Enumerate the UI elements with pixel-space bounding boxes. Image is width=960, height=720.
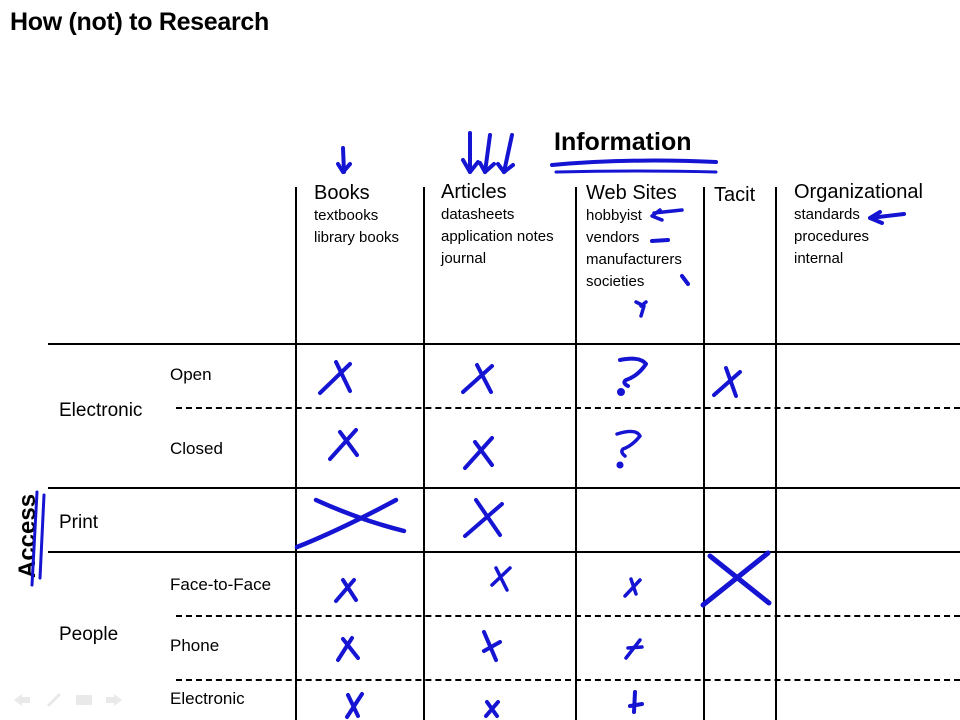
column-articles: Articles datasheets application notes jo… [441, 181, 554, 270]
column-organizational-item: procedures [794, 228, 870, 245]
mark-x-icon [461, 363, 494, 394]
mark-x-icon [482, 630, 502, 662]
column-articles-label: Articles [441, 181, 507, 203]
row-people-label: People [59, 624, 119, 645]
column-books-item: library books [314, 229, 400, 246]
row-divider-people [48, 551, 960, 553]
mark-x-icon [628, 690, 644, 714]
col-divider-organizational [775, 187, 777, 720]
back-icon[interactable] [12, 692, 32, 708]
subrow-face-to-face-label: Face-to-Face [170, 575, 272, 594]
mark-x-icon [463, 436, 494, 470]
subrow-closed-label: Closed [170, 439, 223, 458]
column-organizational: Organizational standards procedures inte… [794, 181, 923, 270]
menu-icon[interactable] [74, 692, 94, 708]
column-websites-item: hobbyist [586, 207, 642, 224]
information-underline-2 [554, 169, 718, 174]
column-articles-item: datasheets [441, 206, 515, 223]
column-books-label: Books [314, 182, 370, 204]
column-tacit: Tacit [714, 184, 755, 207]
column-websites-item: societies [586, 273, 645, 290]
column-organizational-item: internal [794, 250, 844, 267]
articles-arrows-icon [461, 131, 515, 174]
subrow-open-label: Open [170, 365, 212, 384]
col-divider-books [295, 187, 297, 720]
row-print-label: Print [59, 512, 99, 533]
mark-x-icon [336, 636, 360, 662]
mark-large-x-icon [700, 550, 772, 608]
subrow-divider-phone-electronic [176, 679, 960, 681]
mark-question-icon [617, 356, 648, 396]
information-underline-1 [550, 158, 718, 167]
mark-x-icon [345, 692, 364, 719]
mark-question-icon [615, 429, 642, 469]
column-websites-label: Web Sites [586, 182, 677, 204]
mark-x-icon [624, 638, 644, 660]
pointer-societies-icon [634, 300, 648, 318]
mark-x-icon [623, 577, 642, 598]
subrow-divider-face-phone [176, 615, 960, 617]
column-websites: Web Sites hobbyist vendors manufacturers… [586, 182, 682, 293]
subrow-divider-open-closed [176, 407, 960, 409]
mark-x-icon [334, 578, 358, 603]
mark-large-x-icon [294, 497, 407, 550]
subrow-electronic-label: Electronic [170, 689, 245, 708]
column-articles-item: application notes [441, 228, 554, 245]
mark-x-icon [328, 428, 359, 461]
forward-icon[interactable] [104, 692, 124, 708]
pen-icon[interactable] [44, 692, 64, 708]
column-organizational-item: standards [794, 206, 860, 223]
column-books: Books textbooks library books [314, 182, 399, 249]
subrow-phone-label: Phone [170, 636, 220, 655]
column-organizational-label: Organizational [794, 181, 923, 203]
mark-x-icon [318, 360, 352, 395]
books-arrow-icon [336, 146, 352, 174]
information-heading: Information [554, 128, 692, 156]
slide-title: How (not) to Research [10, 8, 269, 36]
access-heading: Access [14, 493, 41, 578]
column-articles-item: journal [441, 250, 487, 267]
col-divider-articles [423, 187, 425, 720]
col-divider-websites [575, 187, 577, 720]
row-divider-electronic [48, 343, 960, 345]
column-websites-item: manufacturers [586, 251, 682, 268]
row-divider-print [48, 487, 960, 489]
column-tacit-label: Tacit [714, 184, 756, 206]
mark-x-icon [712, 366, 742, 398]
pointer-manufacturers-icon [680, 274, 690, 286]
mark-x-icon [484, 700, 500, 718]
mark-x-icon [463, 498, 504, 538]
row-electronic-label: Electronic [59, 400, 143, 421]
column-books-item: textbooks [314, 207, 379, 224]
col-divider-tacit [703, 187, 705, 720]
mark-x-icon [490, 566, 512, 592]
column-websites-item: vendors [586, 229, 640, 246]
